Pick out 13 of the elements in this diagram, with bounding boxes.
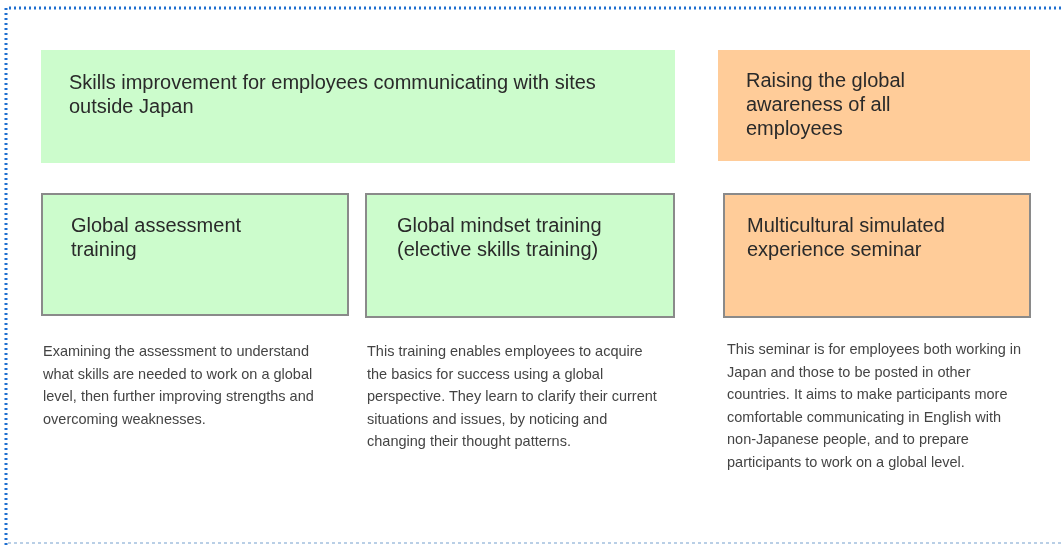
box-title: Global mindset training (elective skills training) (397, 213, 603, 261)
goal-banner (41, 50, 675, 163)
box-title: Global assessment training (71, 213, 243, 261)
program-box (41, 193, 349, 316)
box-title: Raising the global awareness of all employees (746, 68, 906, 140)
goal-banner (718, 50, 1030, 161)
description-text: This seminar is for employees both working in Japan and those to be posted in other countries. It aims to make participants more comfortable communicating in English with non-Japanese people, and to prepare participants to work on a global level. (727, 340, 1023, 472)
description-text: Examining the assessment to understand what skills are needed to work on a global level, then further improving strengths and overcoming weaknesses. (43, 342, 315, 429)
program-box (723, 193, 1031, 318)
program-box (365, 193, 675, 318)
description-text: This training enables employees to acquire the basics for success using a global perspective. They learn to clarify their current situations and issues, by noticing and changing their thought patterns. (367, 342, 657, 451)
box-title: Multicultural simulated experience seminar (747, 213, 946, 261)
box-title: Skills improvement for employees communicating with sites outside Japan (69, 70, 597, 118)
